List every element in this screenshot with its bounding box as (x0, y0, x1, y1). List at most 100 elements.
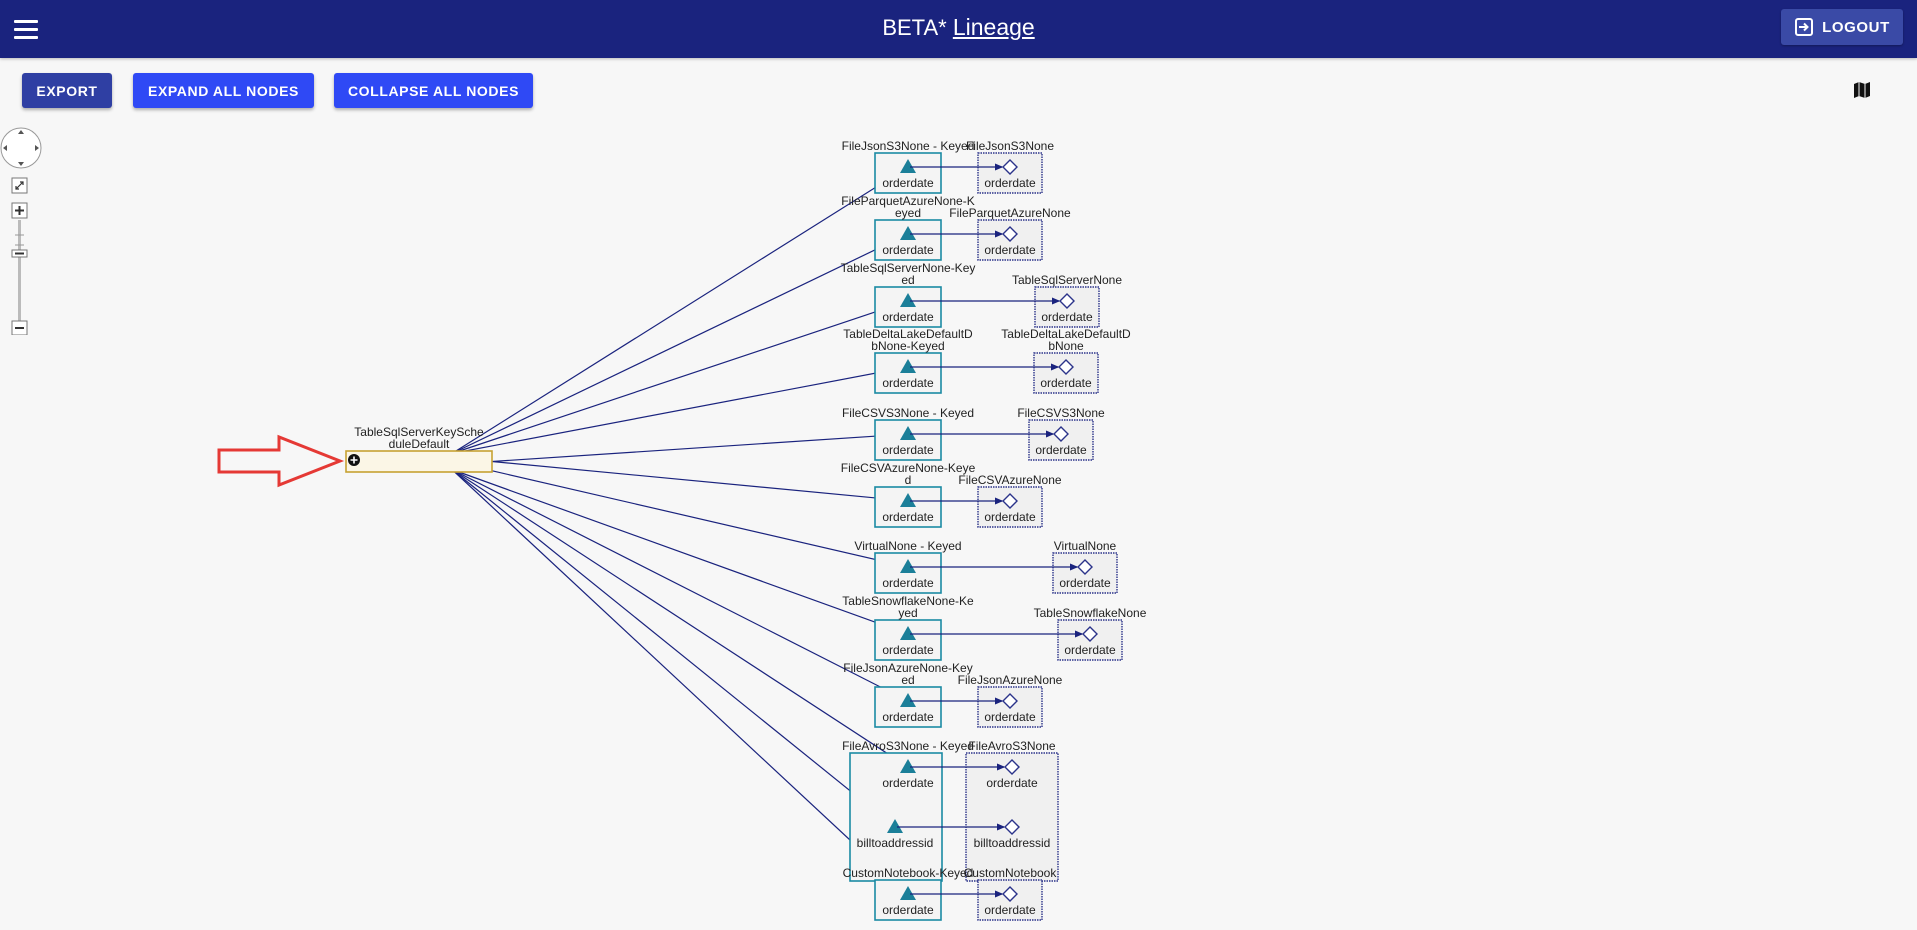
fit-view-icon[interactable] (11, 177, 28, 194)
lineage-row: FileAvroS3None - KeyedFileAvroS3Noneorde… (842, 739, 1059, 882)
keyed-node-title: FileJsonAzureNone-Key (843, 661, 972, 675)
pan-control[interactable] (0, 127, 42, 169)
field-triangle-icon (900, 359, 916, 373)
edges-layer (451, 166, 909, 895)
target-node-title: VirtualNone (1054, 539, 1117, 553)
target-field-label: orderdate (984, 710, 1036, 724)
keyed-node-title: VirtualNone - Keyed (854, 539, 961, 553)
field-diamond-icon (1002, 159, 1018, 175)
keyed-node-title: TableSqlServerNone-Key (841, 261, 976, 275)
lineage-edge (451, 300, 909, 455)
lineage-edge (451, 468, 909, 635)
field-diamond-icon (1058, 359, 1074, 375)
field-diamond-icon (1082, 626, 1098, 642)
keyed-field-label: orderdate (882, 176, 934, 190)
target-field-label: orderdate (984, 243, 1036, 257)
keyed-node-title: CustomNotebook-Keyed (843, 866, 974, 880)
field-triangle-icon (900, 226, 916, 240)
logout-label: LOGOUT (1822, 18, 1890, 36)
keyed-node-title: FileParquetAzureNone-K (841, 194, 974, 208)
field-diamond-icon (1002, 886, 1018, 902)
keyed-node-title: FileCSVS3None - Keyed (842, 406, 974, 420)
field-triangle-icon (900, 626, 916, 640)
lineage-edge (451, 166, 909, 455)
target-field-label: orderdate (984, 903, 1036, 917)
field-triangle-icon (900, 493, 916, 507)
lineage-edge (451, 468, 909, 702)
keyed-node[interactable] (849, 752, 943, 882)
field-diamond-icon (1002, 693, 1018, 709)
keyed-node-title: FileJsonS3None - Keyed (842, 139, 975, 153)
zoom-slider[interactable] (11, 220, 28, 323)
keyed-node-title: ed (901, 673, 914, 687)
field-diamond-icon (1004, 819, 1020, 835)
field-diamond-icon (1077, 559, 1093, 575)
keyed-node-title: ed (901, 273, 914, 287)
lineage-edge (451, 366, 909, 455)
field-diamond-icon (1002, 493, 1018, 509)
target-node-title: FileJsonS3None (966, 139, 1054, 153)
field-triangle-icon (900, 759, 916, 773)
title-link-lineage[interactable]: Lineage (952, 14, 1035, 40)
lineage-edge (451, 233, 909, 455)
map-icon[interactable] (1853, 81, 1871, 99)
field-diamond-icon (1002, 226, 1018, 242)
menu-icon[interactable] (14, 17, 38, 39)
lineage-row: CustomNotebook-KeyedCustomNotebookorderd… (843, 866, 1057, 921)
keyed-node-title: bNone-Keyed (871, 339, 944, 353)
zoom-out-icon[interactable] (11, 320, 28, 335)
keyed-field-label: orderdate (882, 243, 934, 257)
export-button[interactable]: EXPORT (22, 73, 112, 108)
expand-all-nodes-button[interactable]: EXPAND ALL NODES (133, 73, 314, 108)
target-node-title: FileCSVAzureNone (958, 473, 1061, 487)
target-node-title: FileJsonAzureNone (958, 673, 1063, 687)
keyed-field-label: orderdate (882, 776, 934, 790)
keyed-node-title: TableDeltaLakeDefaultD (843, 327, 973, 341)
keyed-node-title: FileCSVAzureNone-Keye (841, 461, 976, 475)
lineage-edge (451, 469, 896, 828)
keyed-node-title: yed (898, 606, 917, 620)
field-triangle-icon (900, 293, 916, 307)
annotation-arrow (217, 434, 345, 488)
lineage-edge (451, 469, 909, 895)
target-field-label: orderdate (984, 176, 1036, 190)
collapse-all-nodes-button[interactable]: COLLAPSE ALL NODES (334, 73, 533, 108)
lineage-row: FileJsonAzureNone-Keyed FileJsonAzureNone… (843, 661, 1063, 728)
field-diamond-icon (1004, 759, 1020, 775)
logout-button[interactable]: LOGOUT (1781, 9, 1903, 45)
keyed-field-label: orderdate (882, 643, 934, 657)
target-field-label: orderdate (986, 776, 1038, 790)
source-node-title: TableSqlServerKeySche (354, 425, 484, 439)
lineage-edge (491, 460, 909, 502)
source-node-box[interactable] (345, 450, 493, 473)
target-field-label: billtoaddressid (974, 836, 1051, 850)
lineage-row: TableSqlServerNone-Keyed TableSqlServerNo… (841, 261, 1122, 328)
target-field-label: orderdate (1059, 576, 1111, 590)
field-triangle-icon (887, 819, 903, 833)
graph-navigation-controls (0, 127, 42, 335)
target-field-label: orderdate (984, 510, 1036, 524)
field-triangle-icon (900, 159, 916, 173)
target-field-label: orderdate (1040, 376, 1092, 390)
target-node-title: FileAvroS3None (968, 739, 1055, 753)
plus-circle-icon[interactable] (348, 454, 360, 466)
field-diamond-icon (1059, 293, 1075, 309)
page-title: BETA* Lineage (0, 13, 1917, 42)
lineage-edge (451, 468, 909, 768)
target-node-title: TableSqlServerNone (1012, 273, 1122, 287)
field-diamond-icon (1053, 426, 1069, 442)
lineage-edge (451, 460, 909, 568)
title-prefix: BETA* (882, 15, 947, 40)
keyed-field-label: orderdate (882, 443, 934, 457)
keyed-field-label: orderdate (882, 510, 934, 524)
zoom-in-icon[interactable] (11, 202, 28, 219)
target-node-title: TableDeltaLakeDefaultD (1001, 327, 1131, 341)
target-field-label: orderdate (1041, 310, 1093, 324)
keyed-node-title: TableSnowflakeNone-Ke (842, 594, 974, 608)
